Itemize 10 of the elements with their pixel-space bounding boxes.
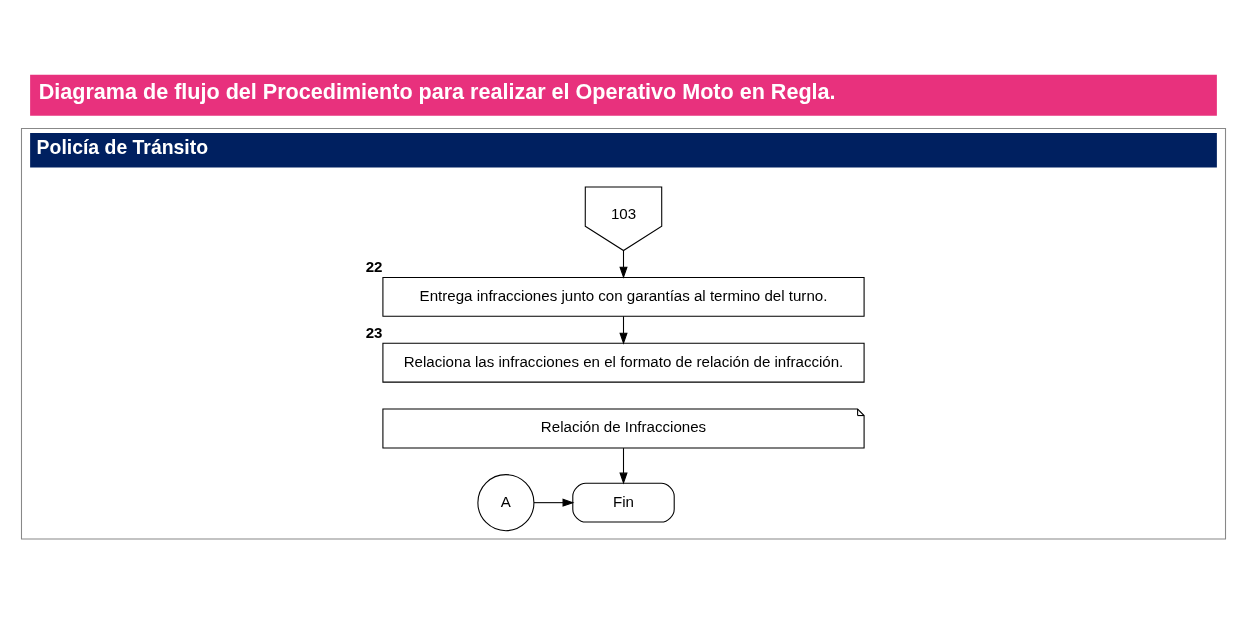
node-box: Relaciona las infracciones en el formato de relación de infracción. [382, 342, 865, 383]
arrow [619, 315, 628, 345]
node-box: Fin [572, 482, 675, 523]
arrow [533, 498, 575, 507]
node-circle: A [477, 474, 535, 532]
node-label: 22 [365, 258, 383, 276]
node-box: Entrega infracciones junto con garantías al termino del turno. [382, 276, 865, 317]
arrow [619, 447, 628, 485]
diagram-title: Diagrama de flujo del Procedimiento para realizar el Operativo Moto en Regla. [38, 79, 836, 105]
node-label: 23 [365, 324, 383, 342]
